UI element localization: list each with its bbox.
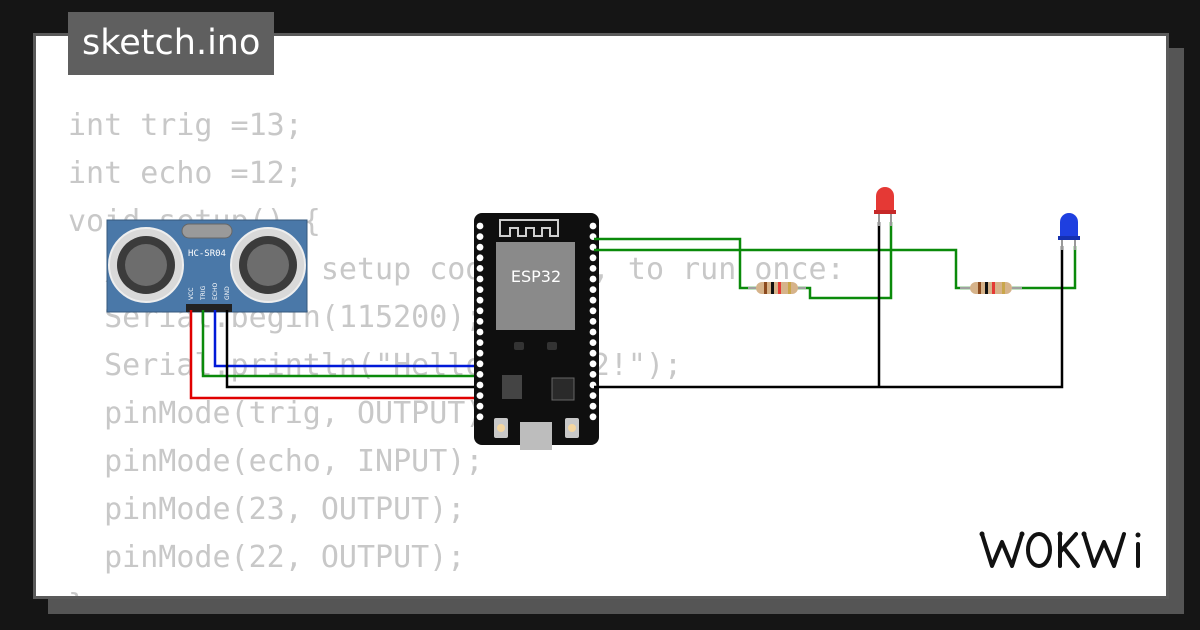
header-pin[interactable] bbox=[476, 243, 484, 251]
header-pin[interactable] bbox=[476, 222, 484, 230]
header-pin[interactable] bbox=[476, 371, 484, 378]
ultrasonic-sensor[interactable]: HC-SR04 VCC TRIG ECHO GND bbox=[106, 219, 308, 313]
wire-gnd-leds[interactable] bbox=[594, 246, 1064, 389]
code-line-11: } bbox=[68, 582, 845, 596]
header-pin[interactable] bbox=[589, 402, 597, 410]
header-pin[interactable] bbox=[476, 286, 484, 293]
header-pin[interactable] bbox=[589, 296, 597, 304]
header-pin[interactable] bbox=[476, 275, 484, 283]
header-pin[interactable] bbox=[589, 328, 597, 336]
header-pin[interactable] bbox=[589, 275, 597, 283]
wire-gpio23[interactable] bbox=[594, 237, 758, 290]
pin-label-gnd: GND bbox=[224, 286, 231, 300]
wire-red-led-anode[interactable] bbox=[797, 222, 893, 300]
header-pin[interactable] bbox=[589, 371, 597, 378]
code-line-10: pinMode(22, OUTPUT); bbox=[68, 540, 466, 575]
file-tab[interactable]: sketch.ino bbox=[68, 12, 275, 75]
header-pin[interactable] bbox=[589, 286, 597, 293]
led-wires bbox=[594, 222, 1077, 389]
header-pin[interactable] bbox=[589, 222, 597, 230]
header-pin[interactable] bbox=[589, 349, 597, 357]
header-pin[interactable] bbox=[589, 265, 597, 272]
code-line-8: pinMode(echo, INPUT); bbox=[68, 444, 484, 479]
header-pin[interactable] bbox=[589, 360, 597, 368]
header-pin[interactable] bbox=[476, 381, 484, 389]
sensor-label: HC-SR04 bbox=[188, 249, 226, 259]
blue-led[interactable] bbox=[1058, 213, 1080, 250]
header-pin[interactable] bbox=[589, 307, 597, 315]
resistor-1[interactable] bbox=[748, 282, 806, 294]
pin-label-vcc: VCC bbox=[188, 288, 195, 300]
header-pin[interactable] bbox=[476, 296, 484, 304]
header-pin[interactable] bbox=[589, 413, 597, 421]
pin-label-trig: TRIG bbox=[200, 285, 207, 301]
wire-gnd[interactable] bbox=[225, 310, 478, 389]
code-line-1: int trig =13; bbox=[68, 108, 303, 143]
header-pin[interactable] bbox=[476, 392, 484, 399]
header-pin[interactable] bbox=[476, 307, 484, 315]
code-line-2: int echo =12; bbox=[68, 156, 303, 191]
pin-label-echo: ECHO bbox=[212, 283, 219, 300]
header-pin[interactable] bbox=[476, 318, 484, 325]
header-pin[interactable] bbox=[476, 360, 484, 368]
red-led[interactable] bbox=[874, 187, 896, 226]
resistor-2[interactable] bbox=[960, 282, 1022, 294]
header-pin[interactable] bbox=[589, 339, 597, 346]
header-pin[interactable] bbox=[476, 402, 484, 410]
wire-blue-led-anode[interactable] bbox=[1012, 246, 1077, 290]
wire-trig[interactable] bbox=[201, 310, 478, 378]
header-pin[interactable] bbox=[589, 318, 597, 325]
header-pin[interactable] bbox=[589, 392, 597, 399]
esp32-label: ESP32 bbox=[511, 267, 561, 286]
header-pin[interactable] bbox=[476, 233, 484, 241]
header-pin[interactable] bbox=[476, 413, 484, 421]
wokwi-logo bbox=[979, 531, 1141, 568]
esp32-board[interactable]: ESP32 bbox=[474, 213, 599, 450]
header-pin[interactable] bbox=[589, 254, 597, 262]
header-pin[interactable] bbox=[476, 328, 484, 336]
header-pin[interactable] bbox=[476, 254, 484, 262]
header-pin[interactable] bbox=[476, 349, 484, 357]
wire-vcc[interactable] bbox=[189, 310, 478, 400]
sensor-wires bbox=[189, 310, 478, 400]
wire-echo[interactable] bbox=[213, 310, 478, 368]
code-line-9: pinMode(23, OUTPUT); bbox=[68, 492, 466, 527]
header-pin[interactable] bbox=[476, 339, 484, 346]
header-pin[interactable] bbox=[476, 265, 484, 272]
